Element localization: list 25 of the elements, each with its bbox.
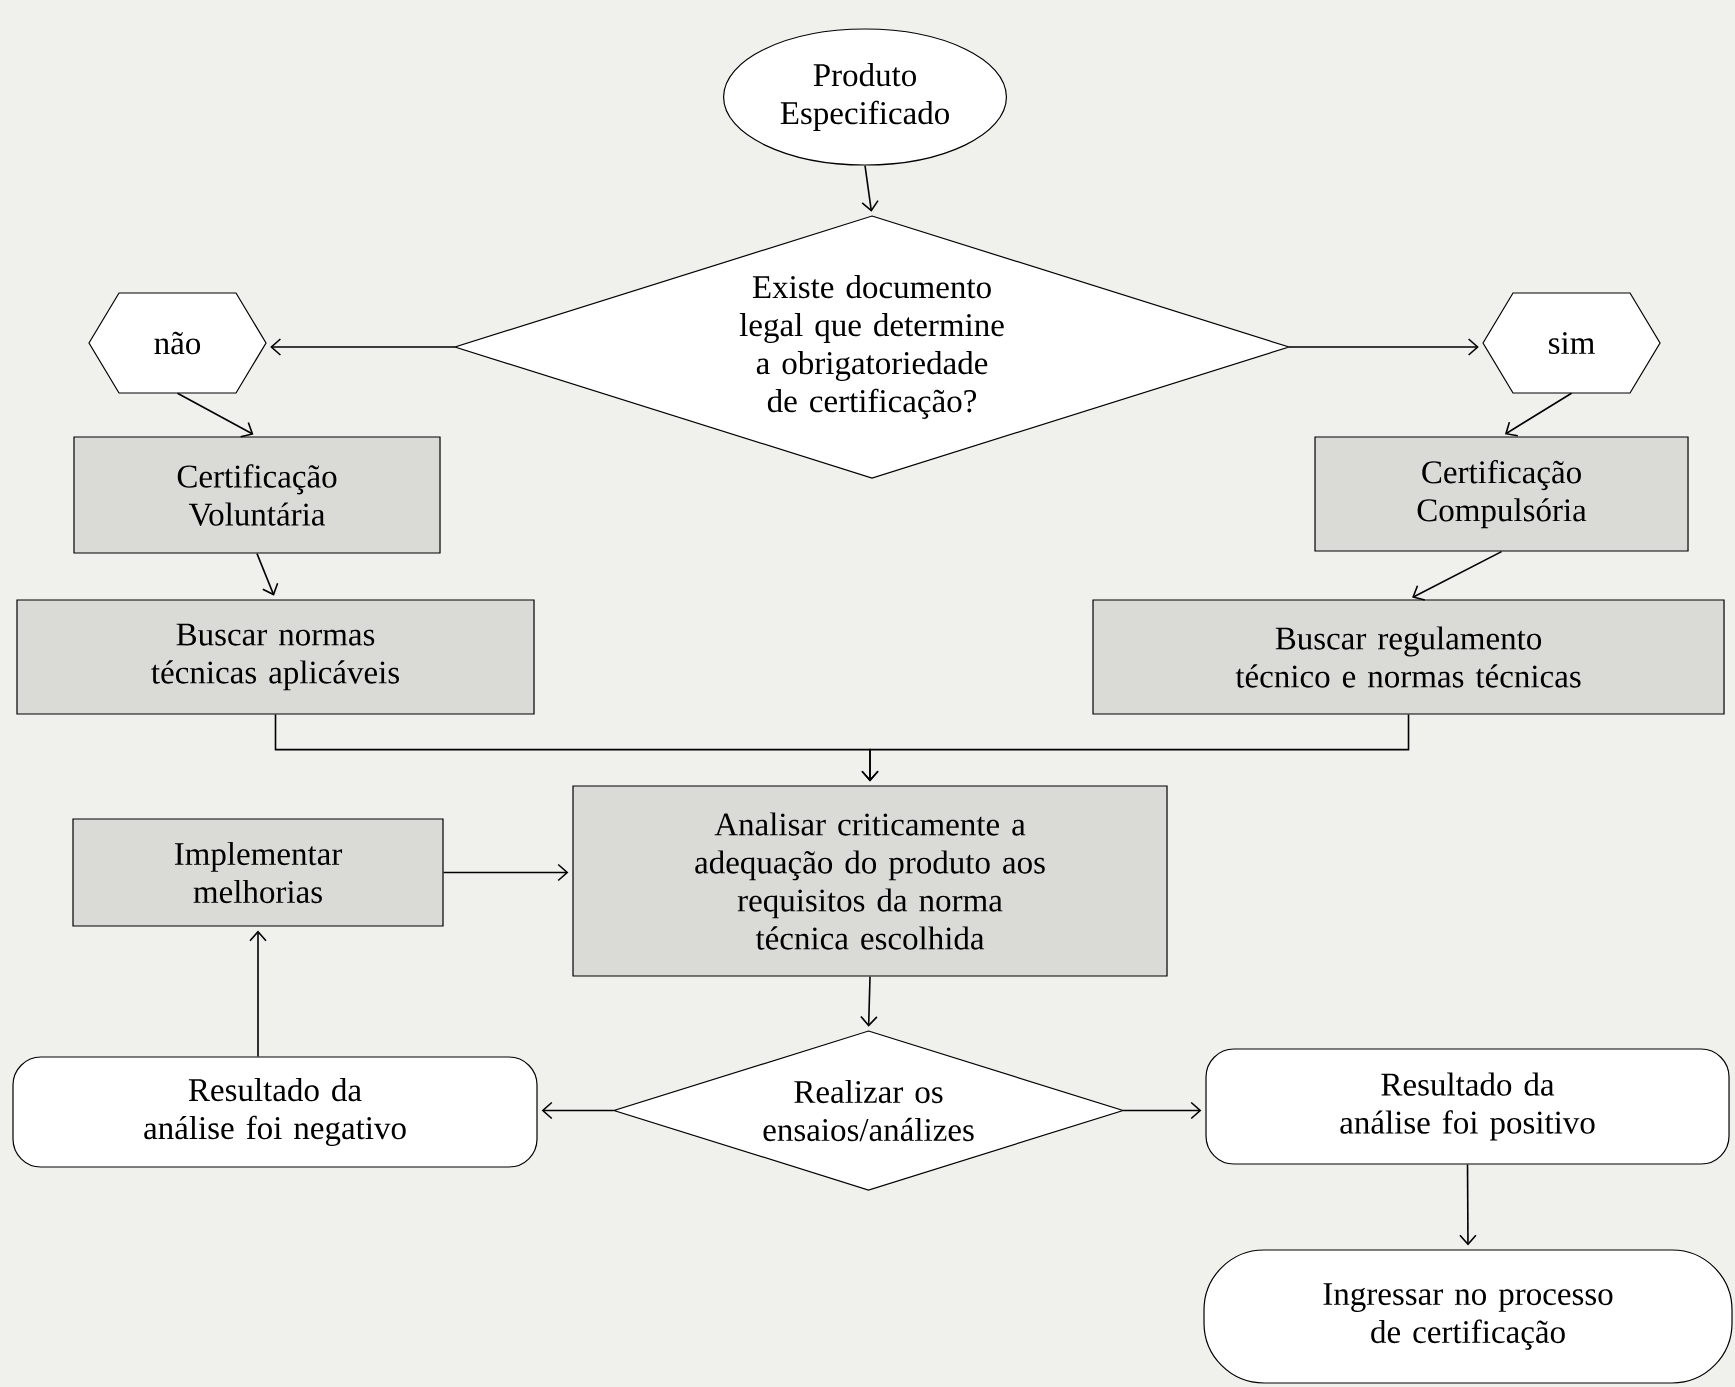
arrow <box>861 164 879 212</box>
process-box: Buscar normas técnicas aplicáveis <box>16 599 535 715</box>
answer-hexagon: sim <box>1482 292 1661 394</box>
process-box: Certificação Voluntária <box>73 436 441 554</box>
arrow <box>1504 392 1573 437</box>
process-box: Buscar regulamento técnico e normas técnicas <box>1092 599 1725 715</box>
arrow <box>249 930 267 1058</box>
arrow <box>1412 550 1503 601</box>
arrow <box>541 1101 615 1120</box>
arrow <box>1459 1163 1477 1246</box>
arrow <box>861 713 1410 782</box>
result-box: Resultado da análise foi positivo <box>1205 1048 1730 1165</box>
process-box: Implementar melhorias <box>72 818 444 927</box>
arrow <box>442 863 569 882</box>
result-box: Resultado da análise foi negativo <box>12 1056 538 1168</box>
arrow <box>256 552 279 596</box>
process-box: Analisar criticamente a adequação do produto aos requisitos da norma técnica escolhida <box>572 785 1168 977</box>
arrow <box>270 338 456 356</box>
arrow <box>860 975 878 1027</box>
end-terminal: Ingressar no processo de certificação <box>1203 1249 1733 1384</box>
arrow <box>176 392 254 438</box>
process-box: Certificação Compulsória <box>1314 436 1689 552</box>
arrow <box>1122 1101 1202 1120</box>
answer-hexagon: não <box>88 292 267 394</box>
arrow <box>1288 338 1479 356</box>
